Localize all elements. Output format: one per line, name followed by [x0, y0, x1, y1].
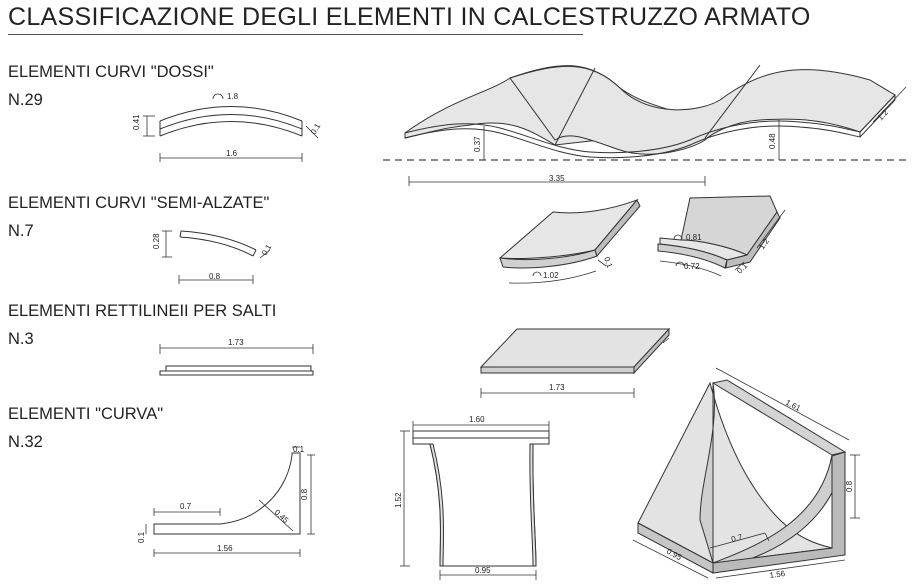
dim-curva-iso-flat: 0.7 [730, 532, 744, 544]
dim-semi-iso-b-arc: 0.72 [684, 262, 700, 271]
curva-front-dims [400, 421, 550, 580]
dim-curva-flat: 0.7 [180, 502, 192, 511]
semi-isometric-a [498, 198, 641, 269]
dim-curva-iso-height: 0.8 [845, 480, 854, 492]
dim-curva-front-height: 1.52 [394, 492, 403, 508]
title-underline [8, 34, 583, 35]
dossi-profile-dims [143, 93, 319, 162]
section-count-semi-alzate: N.7 [8, 222, 34, 240]
dossi-profile [159, 106, 303, 137]
dossi-iso-dims [408, 86, 907, 186]
curva-iso-dims [632, 367, 860, 579]
section-count-curva: N.32 [8, 433, 43, 451]
section-label-rettilinei: ELEMENTI RETTILINEII PER SALTI [8, 302, 277, 320]
dim-curva-front-bottom: 0.95 [475, 566, 491, 575]
semi-iso-a-dims [508, 259, 607, 284]
page-title: CLASSIFICAZIONE DEGLI ELEMENTI IN CALCES… [8, 3, 811, 31]
dim-dossi-length: 1.6 [226, 149, 238, 158]
dim-salti-length: 1.73 [228, 338, 244, 347]
section-label-semi-alzate: ELEMENTI CURVI "SEMI-ALZATE" [8, 194, 270, 212]
section-count-dossi: N.29 [8, 91, 43, 109]
curva-front-view [412, 430, 550, 567]
dim-semi-iso-a-thickness: 0.1 [602, 256, 614, 270]
section-count-rettilinei: N.3 [8, 330, 34, 348]
salti-iso-dims [480, 337, 670, 398]
dim-curva-iso-top: 1.61 [784, 398, 802, 414]
dim-dossi-iso-h1: 0.37 [473, 136, 482, 152]
semi-isometric-b [657, 195, 781, 269]
dim-semi-length: 0.8 [209, 272, 221, 281]
semi-profile-dims [162, 230, 271, 284]
dim-curva-iso-length: 1.56 [769, 569, 786, 580]
salti-profile [159, 365, 314, 376]
dim-curva-top-thickness: 0.1 [293, 445, 305, 454]
dim-dossi-iso-h2: 0.48 [768, 133, 777, 149]
curva-isometric [637, 379, 847, 574]
dim-curva-height: 0.8 [300, 488, 309, 500]
salti-isometric [479, 327, 671, 375]
dim-curva-front-top: 1.60 [469, 415, 485, 424]
dim-salti-iso-length: 1.73 [549, 383, 565, 392]
dim-dossi-height: 0.41 [132, 114, 141, 130]
dim-semi-iso-b-top: 0.81 [686, 233, 702, 242]
section-label-curva: ELEMENTI "CURVA" [8, 405, 164, 423]
dim-curva-base-thickness: 0.1 [137, 531, 146, 543]
semi-iso-b-dims [659, 209, 786, 277]
dim-semi-iso-a-arc: 1.02 [543, 271, 559, 280]
dim-dossi-iso-length: 3.35 [549, 174, 565, 183]
section-label-dossi: ELEMENTI CURVI "DOSSI" [8, 63, 214, 81]
salti-profile-dims [159, 344, 314, 354]
dim-curva-length: 1.56 [217, 544, 233, 553]
curva-profile-dims [145, 446, 315, 557]
dim-semi-height: 0.28 [152, 233, 161, 249]
dossi-isometric [404, 64, 896, 159]
dim-dossi-radius: 1.8 [227, 92, 239, 101]
dim-dossi-thickness: 0.1 [309, 121, 323, 136]
semi-profile [179, 230, 257, 257]
curva-profile [153, 452, 301, 535]
dim-semi-thickness: 0.1 [260, 242, 274, 257]
